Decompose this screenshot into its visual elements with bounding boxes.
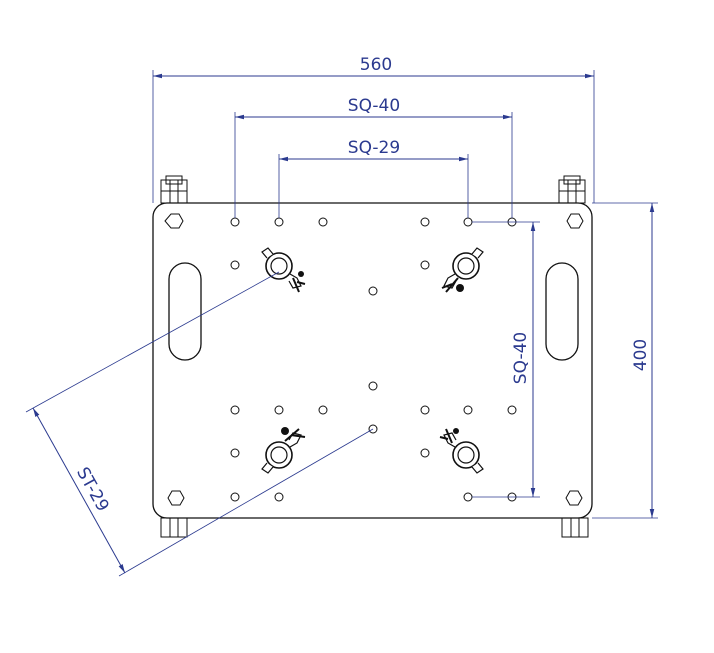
handle-slots [168, 262, 579, 361]
hole [420, 260, 430, 270]
hole [230, 217, 240, 227]
mounting-holes [230, 217, 517, 502]
hole [463, 492, 473, 502]
corner-feet [160, 175, 589, 538]
dimension-sq40-top: SQ-40 [234, 96, 513, 218]
foot-top-left [160, 175, 188, 204]
dimension-sq29-top: SQ-29 [278, 138, 469, 218]
hole [230, 405, 240, 415]
hole [274, 217, 284, 227]
dimension-label-sq29-top: SQ-29 [348, 138, 400, 158]
hole [368, 381, 378, 391]
hole [507, 405, 517, 415]
hole [368, 286, 378, 296]
dimension-label-sq40-side: SQ-40 [511, 332, 531, 384]
hole [230, 448, 240, 458]
hole [420, 405, 430, 415]
dimension-label-sq40-top: SQ-40 [348, 96, 400, 116]
dimension-label-width: 560 [360, 55, 392, 75]
foot-bottom-left [160, 517, 188, 538]
base-plate [152, 202, 593, 519]
foot-top-right [558, 175, 586, 204]
dimension-width: 560 [152, 55, 595, 203]
hole [420, 217, 430, 227]
hole [463, 217, 473, 227]
nut-top-left [164, 213, 184, 229]
clamp-bottom-right [439, 428, 484, 474]
clamp-top-left [261, 247, 306, 293]
left-handle-slot [168, 262, 202, 361]
right-handle-slot [545, 262, 579, 361]
hole [318, 217, 328, 227]
dimension-st29: ST-29 [25, 271, 374, 577]
nut-bottom-right [565, 490, 583, 506]
clamp-top-right [441, 247, 484, 293]
corner-nuts [164, 213, 584, 506]
foot-bottom-right [561, 517, 589, 538]
hole [230, 492, 240, 502]
dimension-label-height: 400 [631, 339, 651, 371]
hole [274, 405, 284, 415]
dimension-height: 400 [592, 202, 658, 519]
plate-outline [152, 202, 593, 519]
nut-top-right [566, 213, 584, 229]
hole [420, 448, 430, 458]
dimension-sq40-side: SQ-40 [472, 221, 540, 498]
hole [318, 405, 328, 415]
hole [463, 405, 473, 415]
hole [230, 260, 240, 270]
hole [274, 492, 284, 502]
clamp-bottom-left [261, 427, 306, 474]
nut-bottom-left [167, 490, 185, 506]
